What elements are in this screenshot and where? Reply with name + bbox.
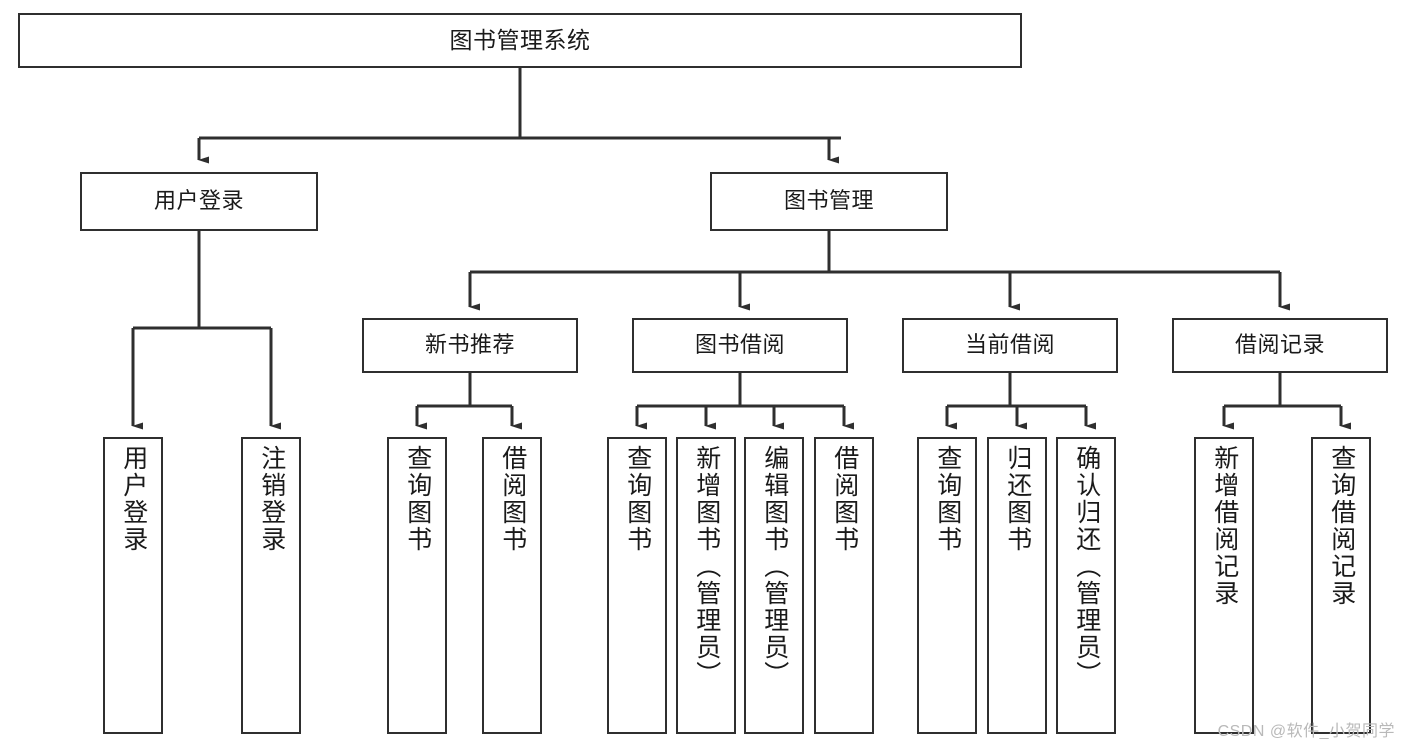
node-book-management[interactable]: 图书管理 — [710, 172, 948, 231]
leaf-query-book-1[interactable]: 查询图书 — [387, 437, 447, 734]
leaf-borrow-book-2[interactable]: 借阅图书 — [814, 437, 874, 734]
leaf-borrow-book-1[interactable]: 借阅图书 — [482, 437, 542, 734]
node-current-borrow-label: 当前借阅 — [964, 332, 1055, 358]
node-new-book-recommend[interactable]: 新书推荐 — [362, 318, 578, 373]
node-book-borrow[interactable]: 图书借阅 — [632, 318, 848, 373]
leaf-query-book-1-label: 查询图书 — [403, 445, 432, 553]
leaf-edit-book[interactable]: 编辑图书（管理员） — [744, 437, 804, 734]
node-root-label: 图书管理系统 — [449, 26, 591, 53]
leaf-return-book-label: 归还图书 — [1003, 445, 1032, 553]
leaf-logout-login[interactable]: 注销登录 — [241, 437, 301, 734]
node-borrow-record[interactable]: 借阅记录 — [1172, 318, 1388, 373]
node-book-borrow-label: 图书借阅 — [694, 332, 785, 358]
leaf-add-record[interactable]: 新增借阅记录 — [1194, 437, 1254, 734]
node-user-login-label: 用户登录 — [153, 188, 244, 214]
leaf-query-book-2-label: 查询图书 — [623, 445, 652, 553]
node-user-login[interactable]: 用户登录 — [80, 172, 318, 231]
leaf-add-record-label: 新增借阅记录 — [1210, 445, 1239, 607]
leaf-query-book-3-label: 查询图书 — [933, 445, 962, 553]
node-book-management-label: 图书管理 — [783, 188, 874, 214]
leaf-query-book-2[interactable]: 查询图书 — [607, 437, 667, 734]
leaf-borrow-book-2-label: 借阅图书 — [830, 445, 859, 553]
leaf-add-book-label: 新增图书（管理员） — [692, 445, 721, 688]
leaf-query-book-3[interactable]: 查询图书 — [917, 437, 977, 734]
leaf-return-book[interactable]: 归还图书 — [987, 437, 1047, 734]
leaf-edit-book-label: 编辑图书（管理员） — [760, 445, 789, 688]
leaf-query-record-label: 查询借阅记录 — [1327, 445, 1356, 607]
leaf-add-book[interactable]: 新增图书（管理员） — [676, 437, 736, 734]
leaf-query-record[interactable]: 查询借阅记录 — [1311, 437, 1371, 734]
leaf-confirm-return[interactable]: 确认归还（管理员） — [1056, 437, 1116, 734]
node-borrow-record-label: 借阅记录 — [1234, 332, 1325, 358]
leaf-borrow-book-1-label: 借阅图书 — [498, 445, 527, 553]
watermark: CSDN @软件_小贺同学 — [1217, 723, 1395, 740]
leaf-user-login[interactable]: 用户登录 — [103, 437, 163, 734]
node-new-book-recommend-label: 新书推荐 — [424, 332, 515, 358]
leaf-user-login-label: 用户登录 — [119, 445, 148, 553]
node-root[interactable]: 图书管理系统 — [18, 13, 1022, 68]
leaf-confirm-return-label: 确认归还（管理员） — [1072, 445, 1101, 688]
leaf-logout-login-label: 注销登录 — [257, 445, 286, 553]
node-current-borrow[interactable]: 当前借阅 — [902, 318, 1118, 373]
